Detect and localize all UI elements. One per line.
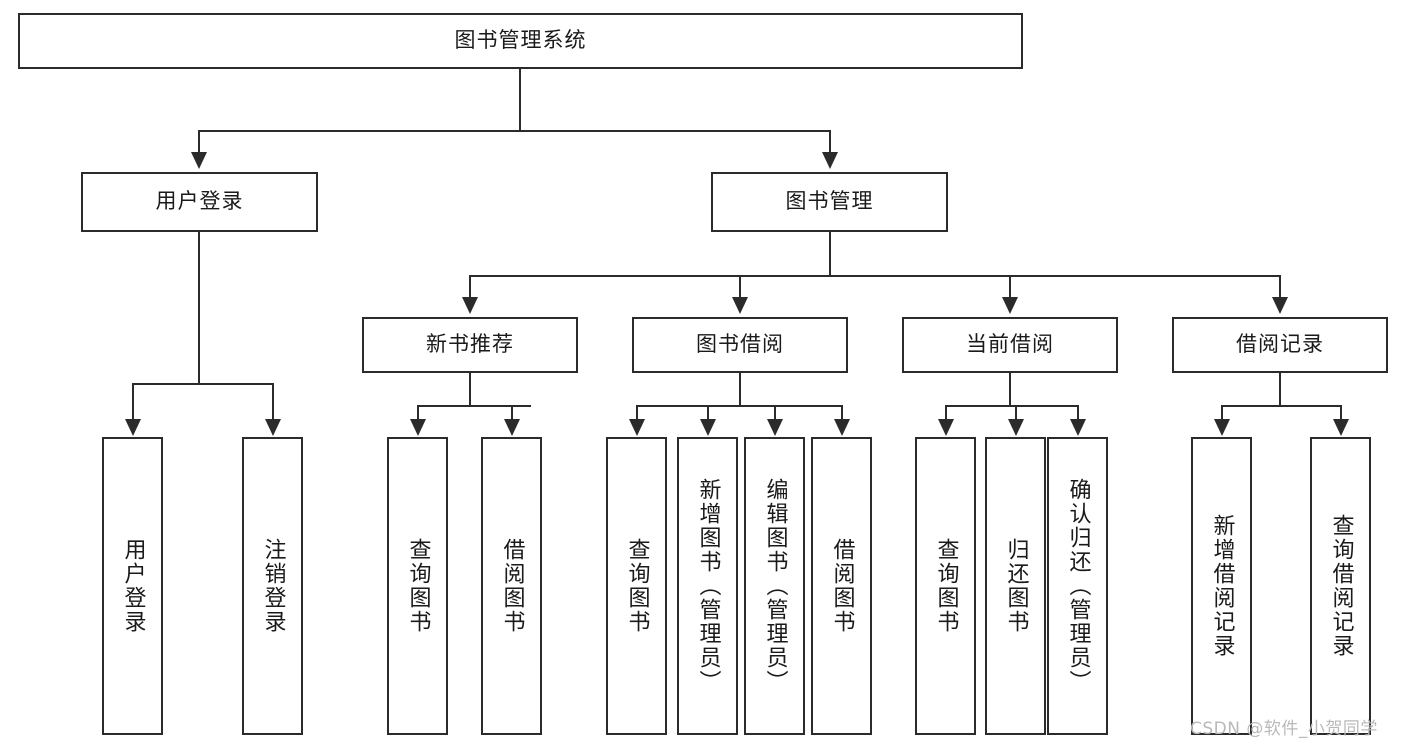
node-label: 编辑图书（管理员） (762, 478, 788, 694)
leaf-borrow-record-add[interactable]: 新增借阅记录 (1191, 437, 1252, 735)
leaf-current-borrow-return[interactable]: 归还图书 (985, 437, 1046, 735)
connector-book-management-bus (469, 275, 1281, 277)
arrow-root-to-user-login (191, 152, 207, 169)
watermark: CSDN @软件_小贺同学 (1190, 719, 1378, 739)
connector-borrow-record-stem (1279, 373, 1281, 406)
connector-current-borrow-stem (1009, 373, 1011, 406)
node-book-borrow[interactable]: 图书借阅 (632, 317, 848, 373)
arrow-bm-to-borrow-record (1272, 297, 1288, 314)
arrow-user-login-to-leaf-1 (125, 419, 141, 436)
node-root-book-management-system[interactable]: 图书管理系统 (18, 13, 1023, 69)
node-label: 注销登录 (260, 538, 286, 634)
leaf-borrow-record-query[interactable]: 查询借阅记录 (1310, 437, 1371, 735)
node-label: 查询图书 (933, 538, 959, 634)
node-user-login[interactable]: 用户登录 (81, 172, 318, 232)
node-label: 图书管理 (785, 189, 874, 214)
leaf-book-borrow-edit-admin[interactable]: 编辑图书（管理员） (744, 437, 805, 735)
connector-user-login-bus (132, 383, 274, 385)
arrow-bm-to-current-borrow (1002, 297, 1018, 314)
arrow-bb-to-leaf-2 (700, 419, 716, 436)
arrow-bm-to-new-book (462, 297, 478, 314)
leaf-current-borrow-query[interactable]: 查询图书 (915, 437, 976, 735)
connector-book-management-stem (829, 232, 831, 276)
node-label: 借阅图书 (829, 538, 855, 634)
node-label: 新书推荐 (426, 332, 514, 357)
arrow-cb-to-leaf-1 (938, 419, 954, 436)
connector-bm-to-current-borrow (1009, 275, 1011, 298)
leaf-book-borrow-borrow[interactable]: 借阅图书 (811, 437, 872, 735)
connector-new-book-bus (417, 405, 531, 407)
arrow-bb-to-leaf-3 (767, 419, 783, 436)
node-new-book-recommend[interactable]: 新书推荐 (362, 317, 578, 373)
node-current-borrow[interactable]: 当前借阅 (902, 317, 1118, 373)
arrow-user-login-to-leaf-2 (265, 419, 281, 436)
leaf-user-login-logout[interactable]: 注销登录 (242, 437, 303, 735)
arrow-br-to-leaf-2 (1333, 419, 1349, 436)
leaf-new-book-query[interactable]: 查询图书 (387, 437, 448, 735)
connector-nb-to-leaf-1 (417, 405, 419, 420)
leaf-user-login-login[interactable]: 用户登录 (102, 437, 163, 735)
connector-nb-to-leaf-2 (511, 405, 513, 420)
connector-cb-to-leaf-2 (1015, 405, 1017, 420)
leaf-current-borrow-confirm-admin[interactable]: 确认归还（管理员） (1047, 437, 1108, 735)
connector-bm-to-borrow-record (1279, 275, 1281, 298)
node-label: 图书管理系统 (454, 28, 587, 53)
connector-bm-to-book-borrow (739, 275, 741, 298)
node-label: 确认归还（管理员） (1065, 478, 1091, 694)
connector-root-bus (198, 130, 831, 132)
connector-bm-to-new-book (469, 275, 471, 298)
connector-cb-to-leaf-1 (945, 405, 947, 420)
node-label: 查询图书 (624, 538, 650, 634)
node-label: 查询借阅记录 (1328, 514, 1354, 658)
arrow-cb-to-leaf-2 (1008, 419, 1024, 436)
node-label: 借阅记录 (1236, 332, 1324, 357)
connector-user-login-to-leaf-2 (272, 383, 274, 420)
node-label: 新增图书（管理员） (695, 478, 721, 694)
node-label: 查询图书 (405, 538, 431, 634)
node-label: 用户登录 (155, 189, 244, 214)
connector-root-to-book-management (829, 130, 831, 153)
arrow-root-to-book-management (822, 152, 838, 169)
leaf-book-borrow-query[interactable]: 查询图书 (606, 437, 667, 735)
node-label: 用户登录 (120, 538, 146, 634)
leaf-new-book-borrow[interactable]: 借阅图书 (481, 437, 542, 735)
node-borrow-record[interactable]: 借阅记录 (1172, 317, 1388, 373)
node-label: 新增借阅记录 (1209, 514, 1235, 658)
node-label: 借阅图书 (499, 538, 525, 634)
connector-user-login-stem (198, 232, 200, 384)
connector-user-login-to-leaf-1 (132, 383, 134, 420)
connector-bb-to-leaf-1 (636, 405, 638, 420)
connector-root-stem (519, 69, 521, 131)
arrow-br-to-leaf-1 (1214, 419, 1230, 436)
connector-cb-to-leaf-3 (1077, 405, 1079, 420)
arrow-nb-to-leaf-2 (504, 419, 520, 436)
leaf-book-borrow-add-admin[interactable]: 新增图书（管理员） (677, 437, 738, 735)
arrow-bb-to-leaf-4 (834, 419, 850, 436)
node-label: 归还图书 (1003, 538, 1029, 634)
arrow-nb-to-leaf-1 (410, 419, 426, 436)
connector-br-to-leaf-2 (1340, 405, 1342, 420)
node-book-management[interactable]: 图书管理 (711, 172, 948, 232)
arrow-bb-to-leaf-1 (629, 419, 645, 436)
node-label: 当前借阅 (966, 332, 1054, 357)
connector-current-borrow-bus (945, 405, 1078, 407)
node-label: 图书借阅 (696, 332, 784, 357)
arrow-bm-to-book-borrow (732, 297, 748, 314)
connector-bb-to-leaf-4 (841, 405, 843, 420)
connector-root-to-user-login (198, 130, 200, 153)
connector-book-borrow-stem (739, 373, 741, 406)
connector-borrow-record-bus (1221, 405, 1341, 407)
connector-bb-to-leaf-3 (774, 405, 776, 420)
connector-br-to-leaf-1 (1221, 405, 1223, 420)
connector-bb-to-leaf-2 (707, 405, 709, 420)
connector-book-borrow-bus (636, 405, 842, 407)
arrow-cb-to-leaf-3 (1070, 419, 1086, 436)
connector-new-book-stem (469, 373, 471, 406)
